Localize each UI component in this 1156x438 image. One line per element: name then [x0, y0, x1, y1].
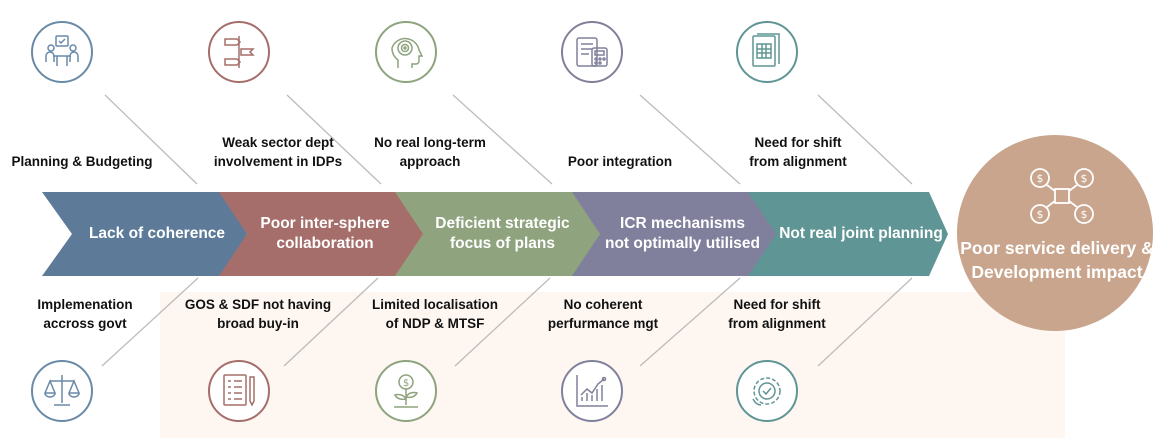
stage-label-5: Not real joint planning — [779, 225, 943, 242]
stage-label-3: Deficient strategic focus of plans — [435, 215, 570, 252]
money-network-icon: $ $ $ $ — [1030, 168, 1094, 224]
stage-label-2: Poor inter-sphere collaboration — [260, 215, 390, 252]
outcome-circle — [957, 135, 1153, 331]
head-mind-icon — [375, 21, 437, 83]
scales-icon — [31, 360, 93, 422]
top-cause-label-1: Planning & Budgeting — [11, 154, 153, 169]
bottom-cause-label-1: Implemenation accross govt — [37, 297, 133, 331]
money-plant-icon: $ — [375, 360, 437, 422]
bottom-cause-label-5: Need for shift from alignment — [728, 297, 826, 331]
stage-arrow-5 — [748, 192, 948, 276]
stage-arrow-2 — [219, 192, 424, 276]
line-chart-icon — [561, 360, 623, 422]
meeting-icon — [31, 21, 93, 83]
svg-text:$: $ — [1037, 172, 1044, 185]
svg-text:$: $ — [1037, 208, 1044, 221]
stage-label-4: ICR mechanisms not optimally utilised — [604, 215, 760, 252]
bottom-cause-label-4: No coherent perfurmance mgt — [547, 297, 659, 331]
outcome-label: Poor service delivery & Development impa… — [960, 238, 1154, 282]
stage-arrow-1 — [42, 192, 247, 276]
svg-text:$: $ — [1081, 208, 1088, 221]
stage-arrow-4 — [572, 192, 777, 276]
top-cause-label-2: Weak sector dept involvement in IDPs — [213, 135, 343, 169]
document-pencil-icon — [208, 360, 270, 422]
svg-text:$: $ — [403, 378, 409, 389]
calculator-icon — [561, 21, 623, 83]
svg-text:$: $ — [1081, 172, 1088, 185]
stage-label-1: Lack of coherence — [88, 225, 226, 242]
top-cause-label-5: Need for shift from alignment — [749, 135, 847, 169]
top-cause-label-3: No real long-term approach — [374, 135, 486, 169]
stage-arrow-3 — [395, 192, 600, 276]
bottom-cause-label-2: GOS & SDF not having broad buy-in — [184, 297, 332, 331]
gear-phone-icon — [736, 360, 798, 422]
spreadsheet-icon — [736, 21, 798, 83]
top-cause-label-4: Poor integration — [567, 154, 673, 169]
document-list-icon — [208, 21, 270, 83]
bottom-cause-label-3: Limited localisation of NDP & MTSF — [371, 297, 499, 331]
